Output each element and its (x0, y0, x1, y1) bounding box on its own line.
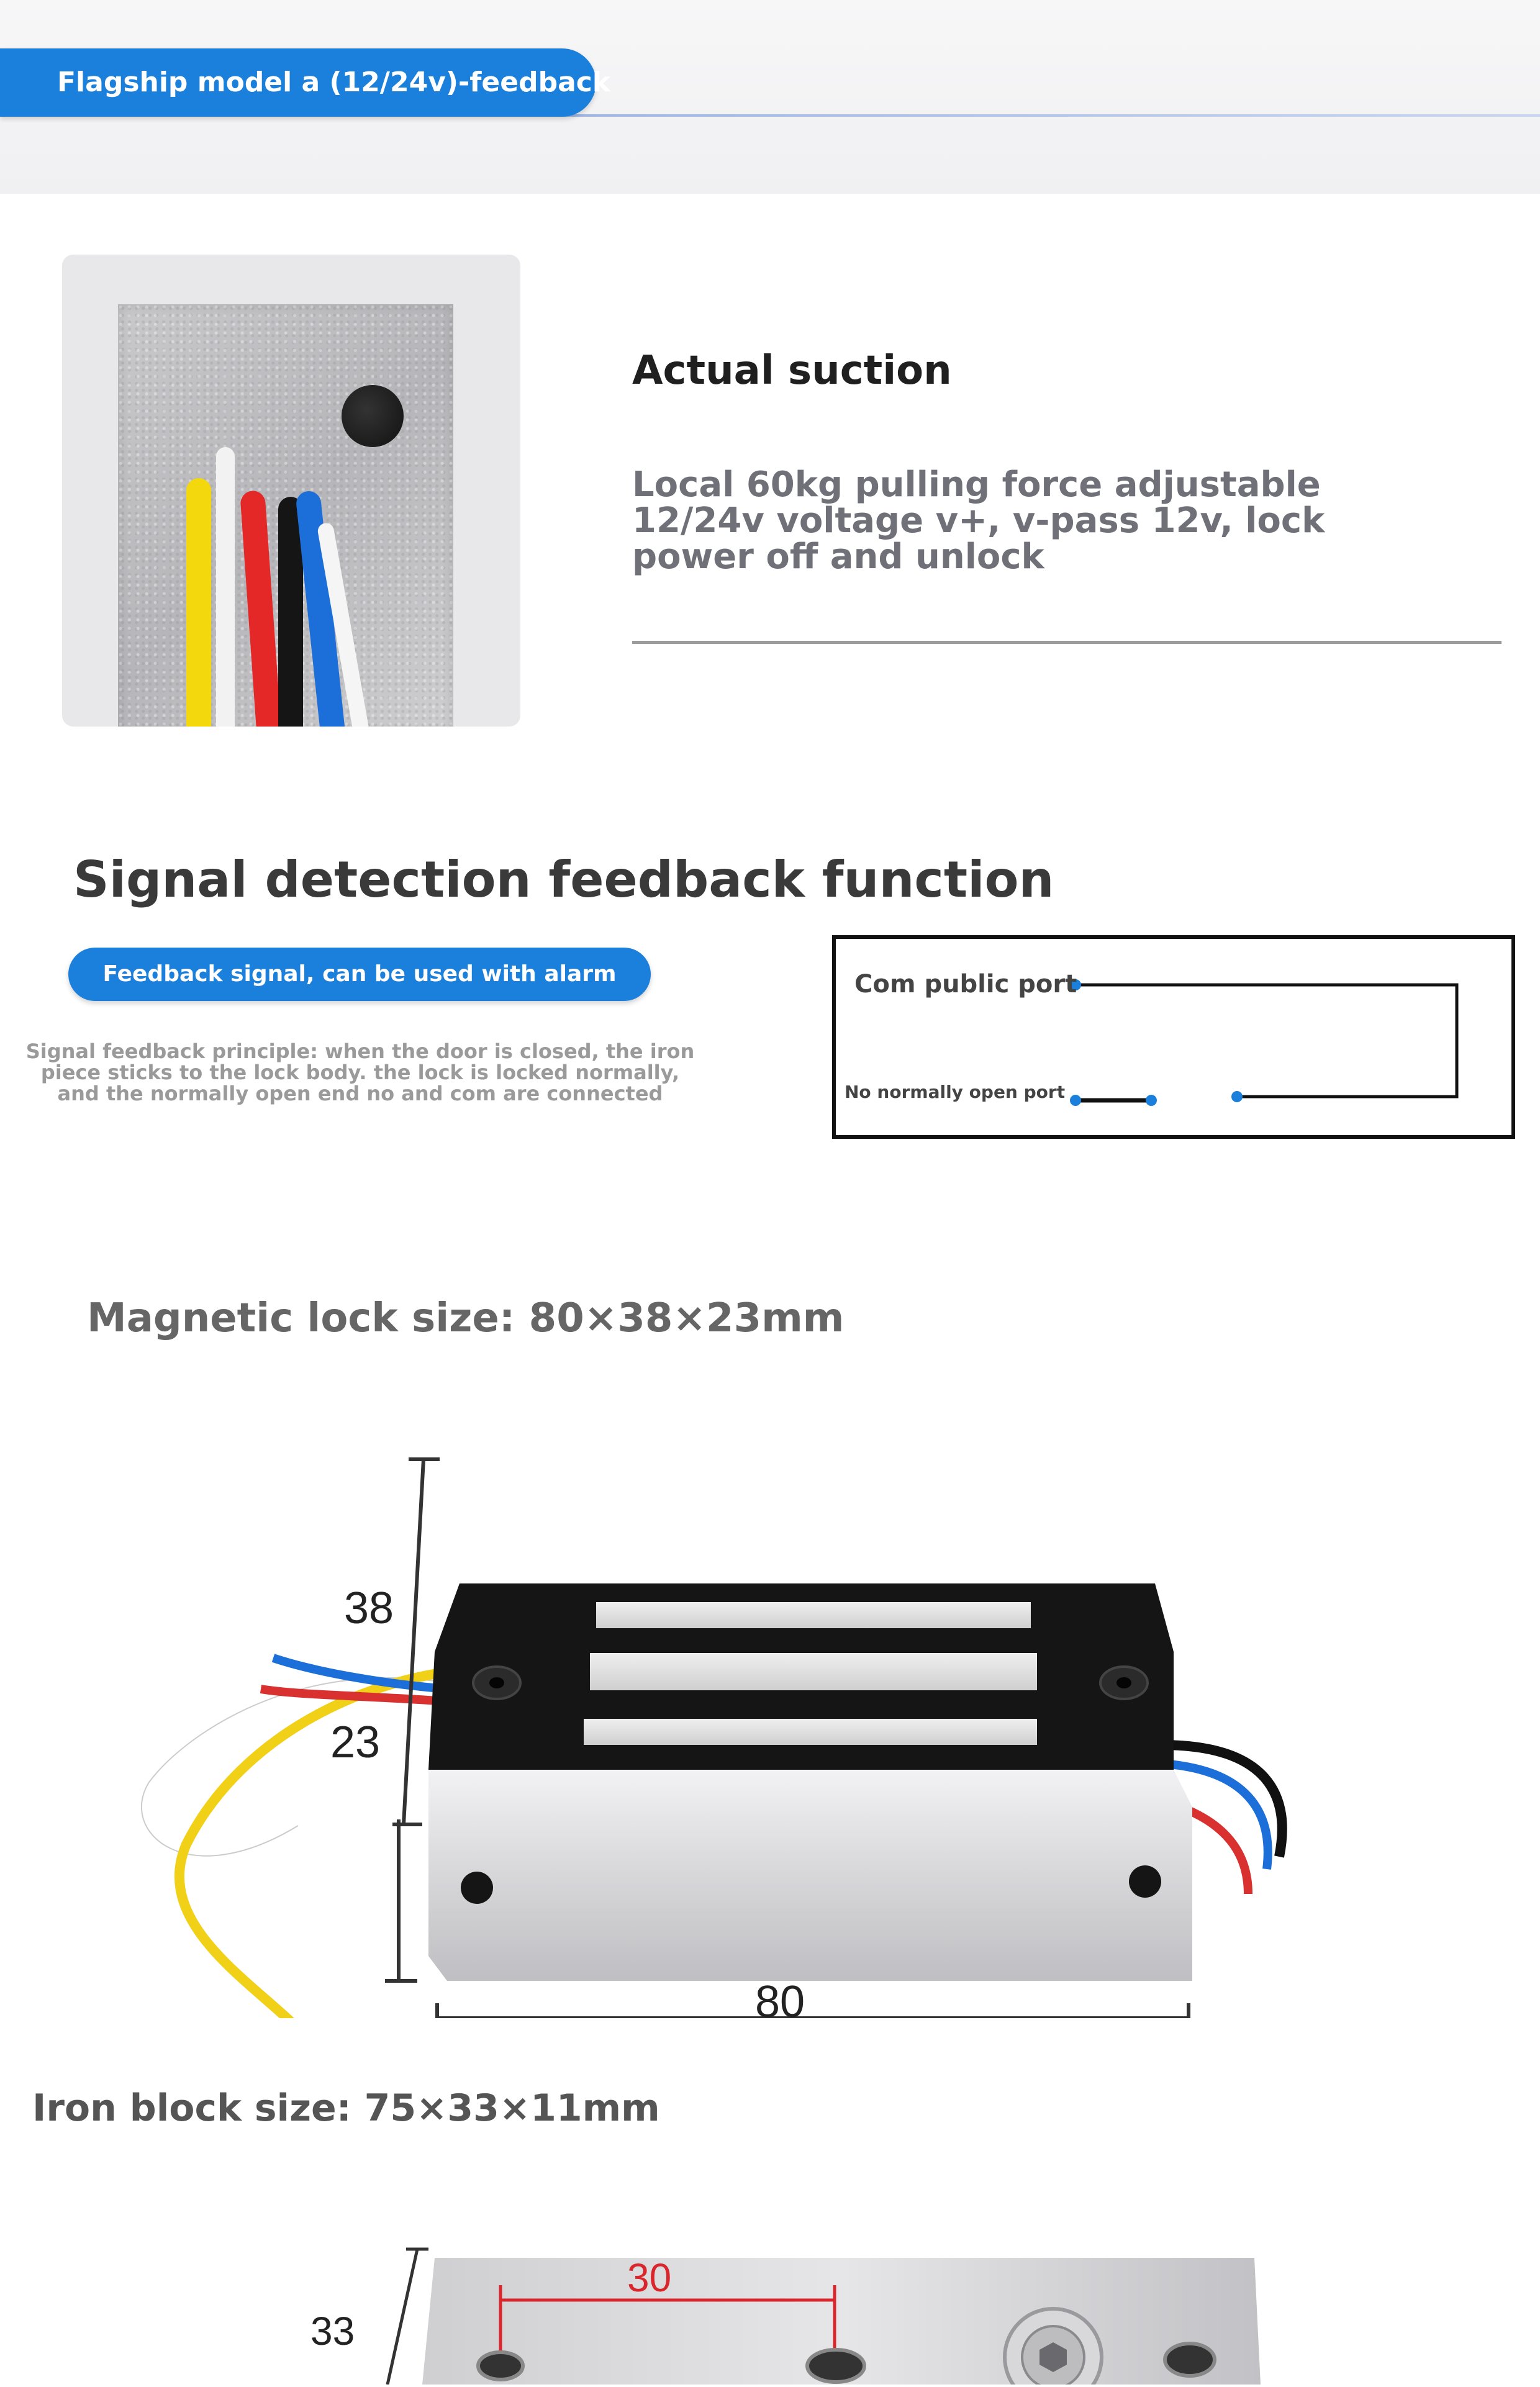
feedback-badge: Feedback signal, can be used with alarm … (68, 948, 651, 1040)
lock-size-title: Magnetic lock size: 80×38×23mm (87, 1295, 845, 1341)
wire-black-right (1161, 1740, 1287, 1858)
wire-red (240, 490, 282, 727)
signal-title: Signal detection feedback function (73, 851, 1054, 908)
header-divider (559, 114, 1540, 117)
wire-white (216, 447, 235, 727)
iron-hole-1 (476, 2350, 525, 2381)
iron-hole-3 (1163, 2342, 1216, 2378)
wire-blue-right (1161, 1759, 1272, 1870)
com-wire (1076, 983, 1459, 1098)
coil-stripe (584, 1719, 1037, 1745)
wire-white-left (136, 1672, 448, 1862)
product-photo (62, 255, 520, 727)
dim-line-height (402, 1459, 425, 1825)
dim-33-label: 33 (310, 2309, 355, 2353)
mount-hole (342, 385, 404, 447)
hex-socket-icon (1040, 2342, 1067, 2372)
magnetic-lock-image: 38 23 80 (112, 1422, 1354, 2046)
dim-80-label: 80 (755, 1977, 805, 2018)
no-contact (1146, 1095, 1157, 1106)
side-hole-left (461, 1872, 493, 1904)
wire-blue-left (271, 1654, 448, 1693)
wiring-diagram: Com public port No normally open port (832, 935, 1515, 1139)
coil-stripe (596, 1602, 1031, 1628)
iron-hole-2 (805, 2348, 866, 2384)
dim-30-label: 30 (627, 2255, 671, 2300)
lock-plate-image (118, 304, 453, 727)
com-terminal (1070, 979, 1081, 990)
suction-title: Actual suction (632, 348, 952, 394)
com-contact (1231, 1091, 1243, 1102)
screw-hole-left-inner (489, 1677, 504, 1688)
iron-block-image: 33 30 (273, 2235, 1329, 2387)
no-port-label: No normally open port (845, 1082, 1066, 1102)
wiring-diagram-lines (1070, 979, 1459, 1106)
wire-white-right (1160, 1778, 1260, 1883)
no-terminal (1070, 1095, 1081, 1106)
coil-stripe (590, 1653, 1037, 1690)
dim-38-label: 38 (344, 1583, 394, 1633)
dim-23-label: 23 (330, 1718, 380, 1767)
iron-size-title: Iron block size: 75×33×11mm (32, 2086, 660, 2130)
screw-hole-right-inner (1116, 1677, 1131, 1688)
wire-yellow (186, 478, 211, 727)
suction-description: Local 60kg pulling force adjustable 12/2… (632, 464, 1325, 577)
lock-body (428, 1770, 1192, 1981)
wire-red-left (260, 1685, 448, 1706)
section-divider (632, 641, 1502, 644)
wire-white-outline (141, 1677, 448, 1857)
wire-black (278, 497, 303, 727)
signal-principle: Signal feedback principle: when the door… (25, 1040, 695, 1105)
dim-line-height (386, 2249, 419, 2385)
com-port-label: Com public port (854, 970, 1077, 999)
side-hole-right (1129, 1865, 1161, 1898)
model-badge: Flagship model a (12/24v)-feedback (0, 48, 610, 117)
